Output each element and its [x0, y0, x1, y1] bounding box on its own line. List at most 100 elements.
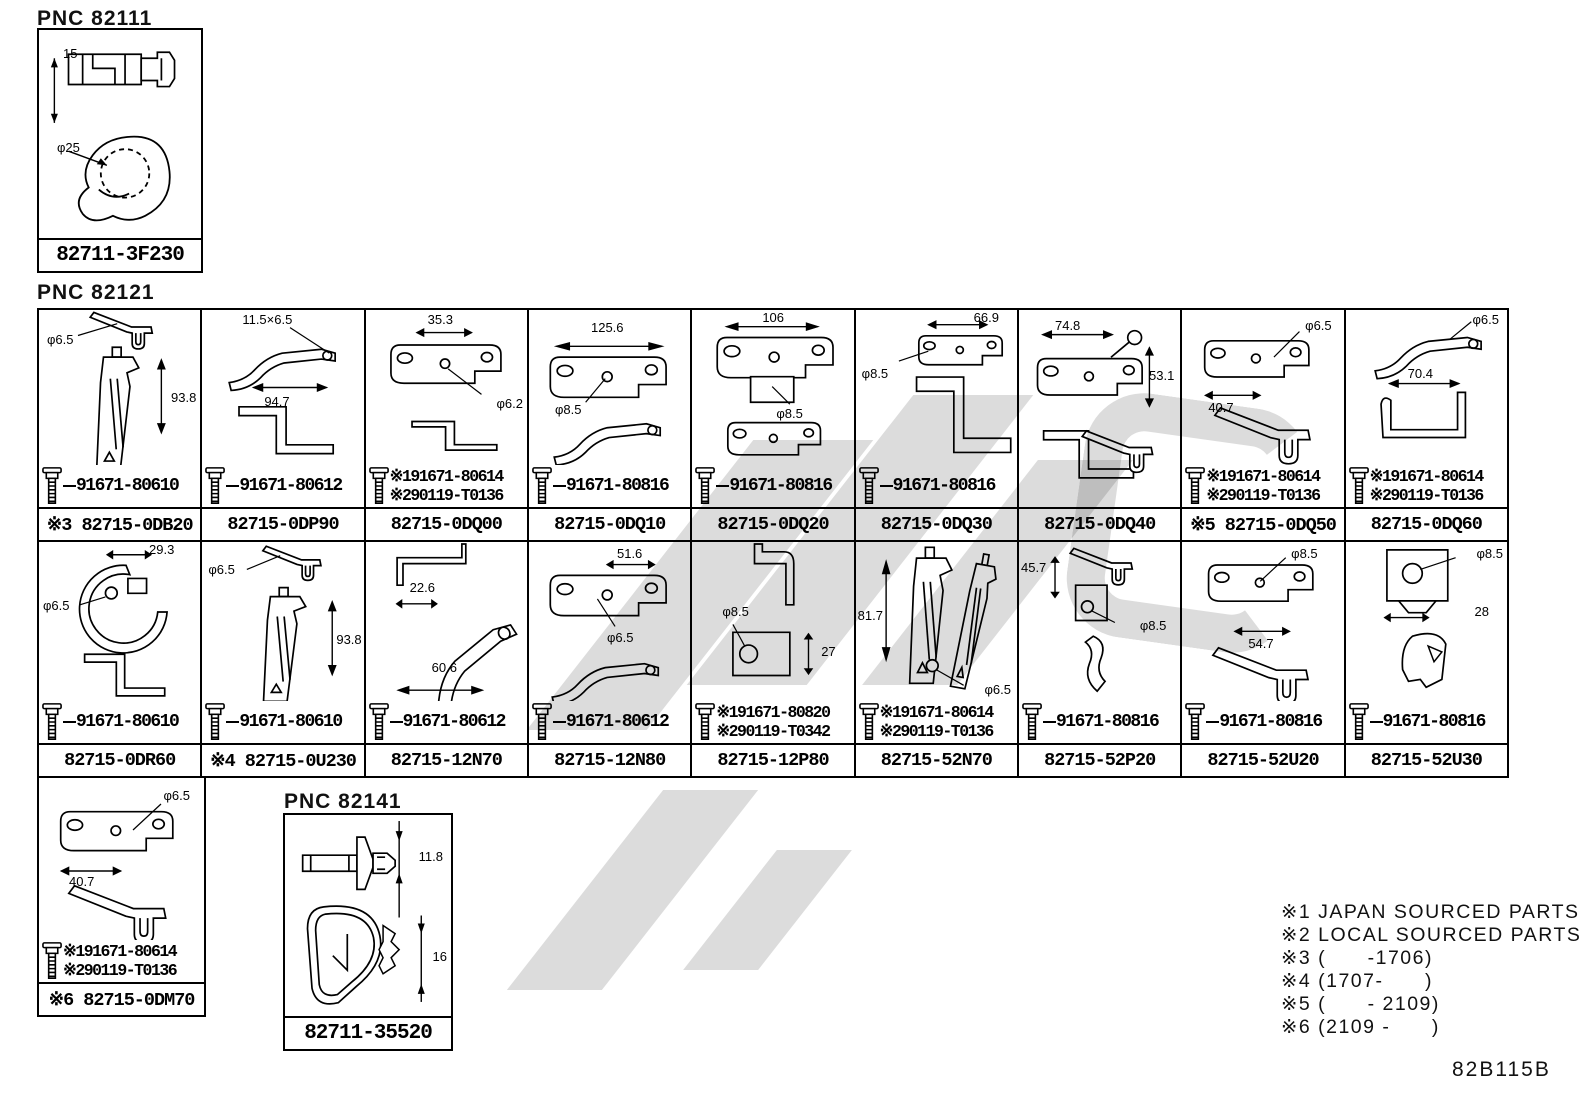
leader-line [552, 485, 566, 487]
dim-label: 11.5×6.5 [242, 312, 293, 327]
bolt-number: ※191671-80614 [63, 942, 178, 961]
bracket-drawing: 35.3 φ6.2 [366, 310, 527, 465]
bracket-drawing: 74.8 53.1 [1019, 310, 1180, 507]
bolt-row: 91671-80610 [39, 701, 200, 743]
pnc-82141-label: PNC 82141 [284, 790, 402, 813]
bolt-row: 91671-80610 [39, 465, 200, 507]
leader-line [63, 721, 76, 723]
dim-label: φ8.5 [722, 604, 749, 619]
dim-label: 60.6 [431, 660, 457, 675]
bracket-drawing: 81.7 φ6.5 [856, 542, 1017, 701]
dim-label: 93.8 [336, 632, 362, 647]
bolt-number: 91671-80816 [565, 476, 670, 496]
bolt-row: 91671-80816 [692, 465, 853, 507]
part-number: 82715-0DQ10 [528, 507, 691, 540]
part-cell-12P80: φ8.5 27 ※191671-80820 ※290119-T0342 8271… [691, 541, 855, 777]
bolt-icon [695, 467, 716, 504]
dim-label: φ6.5 [163, 788, 190, 803]
part-cell-0U230: φ6.5 93.8 91671-80610 ※4 82715-0U230 [201, 541, 365, 777]
bolt-icon [368, 467, 389, 504]
bolt-number: ※290119-T0136 [63, 961, 178, 980]
legend-line: ※2 LOCAL SOURCED PARTS [1281, 924, 1582, 946]
bolt-row: 91671-80816 [1019, 701, 1180, 743]
leader-line [226, 721, 240, 723]
bolt-number: ※191671-80614 [879, 703, 995, 722]
watermark-shape [506, 790, 759, 990]
bracket-drawing: 45.7 φ8.5 [1019, 542, 1180, 701]
part-number: 82715-52N70 [855, 743, 1017, 776]
part-cell-0DQ60: φ6.5 70.4 ※191671-80614 ※290119-T0136 82… [1344, 309, 1508, 541]
part-cell-52U30: φ8.5 28 91671-80816 82715-52U30 [1344, 541, 1508, 777]
legend-line: ※5 ( - 2109) [1281, 993, 1440, 1015]
leader-line [389, 721, 403, 723]
dim-label: φ8.5 [861, 366, 889, 381]
bracket-drawing: 29.3 φ6.5 [39, 542, 200, 701]
dim-label: 16 [432, 949, 447, 964]
part-number: 82715-0DQ00 [365, 507, 527, 540]
bracket-drawing: φ6.5 93.8 [202, 542, 363, 701]
dim-label: 11.8 [418, 849, 443, 864]
dim-label: φ6.5 [43, 598, 70, 613]
part-box-82711-3F230: 15 φ25 82711-3F230 [37, 28, 203, 273]
dim-label: φ8.5 [776, 406, 803, 421]
part-cell-0DQ40: 74.8 53.1 82715-0DQ40 [1017, 309, 1182, 541]
dim-label: φ6.5 [208, 562, 235, 577]
part-box-82711-35520: 11.8 16 82711-35520 [283, 813, 453, 1051]
legend-line: ※6 (2109 - ) [1281, 1016, 1440, 1038]
part-number: 82711-35520 [285, 1016, 451, 1049]
part-number: ※6 82715-0DM70 [39, 982, 204, 1015]
part-cell-12N70: 22.6 60.6 91671-80612 82715-12N70 [364, 541, 528, 777]
bolt-row: ※191671-80614 ※290119-T0136 [1182, 465, 1343, 507]
dim-label: φ25 [57, 140, 80, 155]
bolt-number: 91671-80816 [1382, 712, 1487, 732]
legend: ※1 JAPAN SOURCED PARTS ※2 LOCAL SOURCED … [1281, 901, 1581, 1039]
bolt-number: ※290119-T0342 [716, 722, 831, 741]
bracket-drawing: φ6.5 40.7 [1182, 310, 1343, 465]
bolt-icon [368, 703, 389, 740]
bolt-row: 91671-80816 [529, 465, 690, 507]
dim-label: 51.6 [616, 546, 643, 561]
bolt-number: ※191671-80614 [1369, 467, 1485, 486]
part-cell-0DQ10: 125.6 φ8.5 91671-80816 82715-0DQ10 [527, 309, 692, 541]
bracket-drawing: 11.5×6.5 94.7 [202, 310, 363, 465]
bracket-drawing: 106 φ8.5 [692, 310, 853, 465]
dim-label: φ6.2 [496, 396, 523, 411]
dim-label: 15 [63, 46, 78, 61]
leader-line [1042, 721, 1056, 723]
part-number: ※3 82715-0DB20 [39, 507, 201, 540]
leader-line [63, 485, 76, 487]
part-cell-0DB20: φ6.5 93.8 91671-80610 ※3 82715-0DB20 [38, 309, 202, 541]
bolt-icon [858, 703, 879, 740]
part-number: 82715-0DQ20 [692, 507, 854, 540]
legend-line: ※1 JAPAN SOURCED PARTS [1281, 901, 1580, 923]
part-number: 82715-0DQ40 [1018, 507, 1181, 540]
bolt-icon [858, 467, 879, 504]
bracket-drawing: φ8.5 54.7 [1182, 542, 1343, 701]
dim-label: 54.7 [1248, 636, 1274, 651]
dim-label: φ6.5 [1472, 312, 1499, 327]
leader-line [879, 485, 893, 487]
bolt-number: ※191671-80614 [1206, 467, 1321, 486]
bolt-number: 91671-80610 [76, 476, 180, 496]
bolt-row: ※191671-80614 ※290119-T0136 [856, 701, 1017, 743]
bolt-icon [695, 703, 716, 740]
dim-label: 106 [762, 310, 785, 325]
legend-line: ※3 ( -1706) [1281, 947, 1433, 969]
bolt-row: 91671-80612 [366, 701, 527, 743]
dim-label: 40.7 [1208, 400, 1234, 415]
pnc-82121-label: PNC 82121 [37, 281, 155, 304]
dim-label: φ8.5 [554, 402, 582, 417]
bolt-number: ※191671-80820 [716, 703, 831, 722]
bolt-icon [1185, 467, 1206, 504]
bracket-drawing: φ6.5 40.7 [39, 778, 204, 940]
part-cell-0DM70: φ6.5 40.7 ※191671-80614 ※290119-T0136 ※6… [37, 776, 206, 1017]
bolt-row: 91671-80612 [202, 465, 363, 507]
bracket-drawing: φ8.5 28 [1346, 542, 1507, 701]
dim-label: 45.7 [1020, 560, 1047, 575]
bolt-icon [42, 703, 62, 740]
bracket-drawing: φ6.5 70.4 [1346, 310, 1507, 465]
dim-label: 81.7 [857, 608, 883, 623]
clamp-drawing-82711-3F230: 15 φ25 [39, 30, 201, 238]
part-cell-0DP90: 11.5×6.5 94.7 91671-80612 82715-0DP90 [201, 309, 365, 541]
